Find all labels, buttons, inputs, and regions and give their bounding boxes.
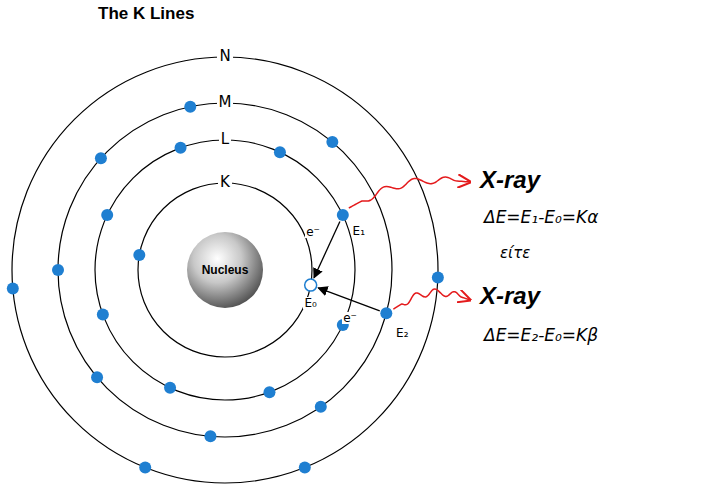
electron-dot (184, 101, 196, 113)
energy-label: E₀ (303, 297, 317, 310)
electron-dot (164, 382, 176, 394)
shell-label: N (217, 49, 232, 65)
electron-dot (175, 142, 187, 154)
connective-word: είτε (500, 246, 530, 262)
electron-dot (95, 152, 107, 164)
electron-dot (91, 371, 103, 383)
electron-shell (95, 140, 355, 400)
shell-label: L (219, 132, 231, 148)
electron-dot (380, 307, 392, 319)
electron-dot (337, 209, 349, 221)
nucleus-ball (187, 232, 263, 308)
xray-label: X-ray (480, 283, 540, 308)
nucleus-sphere: Nucleus (187, 232, 263, 308)
electron-dot (299, 461, 311, 473)
xray-photon (393, 289, 470, 309)
electron-dot (133, 249, 145, 261)
xray-label: X-ray (480, 167, 540, 192)
electron-shell (58, 103, 392, 437)
electron-dot (52, 264, 64, 276)
electron-vacancy (305, 279, 317, 291)
energy-label: E₁ (352, 225, 366, 238)
electron-shell (12, 57, 438, 483)
transition-arrow (318, 288, 380, 311)
nucleus-text-wrap: Nucleus (187, 232, 263, 308)
electron-label: e⁻ (342, 312, 358, 325)
electron-dot (326, 136, 338, 148)
energy-label: E₂ (395, 327, 409, 340)
xray-photon (349, 177, 470, 208)
electron-dot (432, 271, 444, 283)
electron-label: e⁻ (305, 226, 321, 239)
shell-label: M (217, 95, 234, 111)
shell-label: K (218, 175, 232, 191)
electron-dot (263, 386, 275, 398)
energy-equation: ΔE=E₂-E₀=Kβ (484, 327, 598, 345)
electron-dot (97, 308, 109, 320)
electron-dot (139, 461, 151, 473)
electron-dot (315, 401, 327, 413)
nucleus-label: Nucleus (202, 263, 249, 277)
electron-dot (204, 430, 216, 442)
energy-equation: ΔE=E₁-E₀=Kα (484, 209, 598, 227)
electron-shell (138, 183, 312, 357)
electron-dot (7, 283, 19, 295)
diagram-title: The K Lines (98, 5, 194, 23)
electron-dot (101, 209, 113, 221)
electron-dot (274, 146, 286, 158)
